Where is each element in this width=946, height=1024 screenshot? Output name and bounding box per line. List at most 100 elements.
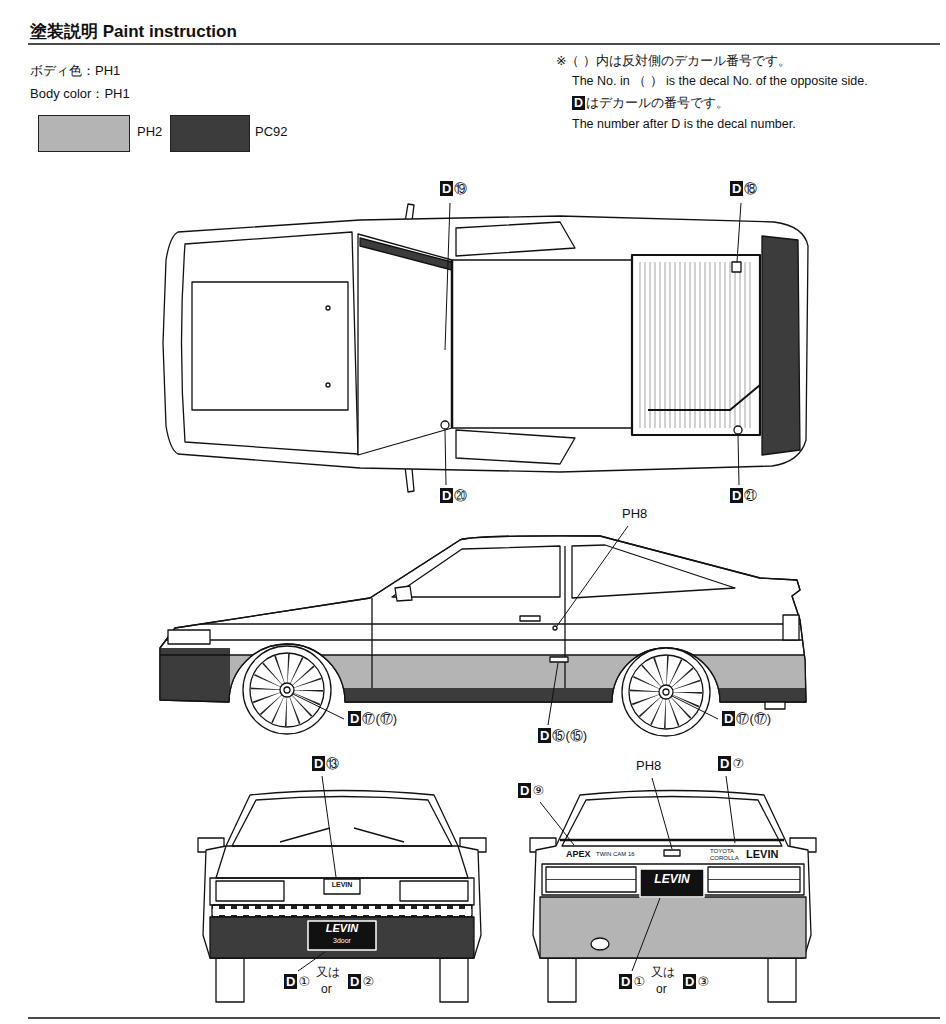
- decal-text: TWIN CAM 16: [596, 851, 635, 858]
- car-rear-view: [540, 897, 806, 958]
- callout-number: D㉑: [730, 489, 757, 504]
- leader-line: [737, 203, 741, 262]
- alternative-word: or: [656, 983, 667, 997]
- car-top-view: [452, 427, 632, 428]
- car-rear-view: [546, 867, 636, 892]
- car-rear-view: [640, 869, 704, 897]
- car-side-view: [765, 702, 785, 709]
- leader-line: [548, 663, 558, 725]
- alternative-word: 又は: [651, 966, 675, 980]
- car-rear-view: [530, 791, 816, 1003]
- car-front-view: [216, 846, 468, 878]
- leader-line: [672, 696, 718, 719]
- car-rear-view: [533, 791, 811, 959]
- car-top-view: [734, 426, 742, 434]
- callout-number: D⑰(⑰): [722, 712, 771, 727]
- callout-number: D⑰(⑰): [348, 712, 397, 727]
- car-side-view: [150, 648, 230, 708]
- car-rear-view: [768, 958, 796, 1002]
- car-side-view: [243, 646, 331, 734]
- car-front-view: [198, 791, 486, 1003]
- leader-line: [557, 526, 628, 626]
- decal-text: LEVIN: [746, 848, 778, 861]
- car-side-view: [392, 546, 560, 597]
- color-swatch: [170, 115, 250, 152]
- note-text: The No. in （ ） is the decal No. of the o…: [572, 74, 868, 88]
- color-swatch: [38, 115, 130, 152]
- callout-number: D①: [284, 975, 310, 990]
- car-side-view: [150, 536, 810, 736]
- callout-number: D⑦: [718, 757, 744, 772]
- leader-line: [726, 776, 735, 843]
- car-rear-view: [548, 958, 576, 1002]
- plate-text: LEVIN: [654, 873, 689, 887]
- car-side-view: [629, 655, 703, 729]
- paint-callout: PH8: [622, 507, 647, 522]
- car-top-view: [456, 430, 575, 464]
- car-side-view: [150, 624, 810, 655]
- car-side-view: [243, 646, 331, 734]
- callout-number: D⑨: [518, 784, 544, 799]
- car-top-view: [762, 236, 800, 455]
- car-top-view: [451, 260, 454, 428]
- car-front-view: [216, 958, 244, 1002]
- callout-number: D③: [683, 975, 709, 990]
- car-side-view: [266, 669, 308, 711]
- car-top-view: [452, 259, 632, 260]
- car-top-view: [648, 385, 760, 410]
- plate-text: 3door: [333, 937, 351, 945]
- car-top-view: [640, 262, 750, 428]
- callout-number: D⑬: [312, 757, 339, 772]
- car-rear-view: [591, 938, 609, 950]
- callout-number: D⑳: [440, 489, 467, 504]
- car-top-view: [456, 222, 575, 256]
- decal-text: LEVIN: [332, 881, 353, 889]
- legend-text: PC92: [255, 125, 288, 140]
- car-rear-view: [560, 839, 784, 842]
- car-side-view: [550, 657, 568, 662]
- page-rule: [28, 44, 940, 1018]
- car-rear-view: [546, 879, 636, 880]
- car-side-view: [150, 654, 810, 655]
- car-rear-view: [708, 879, 800, 880]
- page-rule: [28, 43, 940, 45]
- note-text: The number after D is the decal number.: [572, 117, 796, 131]
- car-rear-view: [562, 797, 782, 847]
- car-side-view: [572, 545, 735, 598]
- leader-line: [445, 203, 450, 350]
- page-rule: [28, 1017, 940, 1019]
- car-side-view: [622, 648, 710, 736]
- car-front-view: [308, 921, 376, 950]
- paint-callout: PH8: [636, 759, 661, 774]
- car-top-view: [326, 383, 330, 387]
- callout-number: D②: [348, 975, 374, 990]
- alternative-word: or: [321, 983, 332, 997]
- leader-line: [652, 778, 672, 849]
- note-text: Dはデカールの番号です。: [572, 96, 729, 110]
- car-front-view: [232, 797, 452, 847]
- car-front-view: [216, 881, 284, 901]
- leader-line: [632, 898, 660, 971]
- car-side-view: [564, 546, 565, 688]
- car-rear-view: [708, 867, 800, 892]
- car-top-view: [163, 204, 808, 492]
- car-side-view: [168, 630, 210, 644]
- leader-line: [293, 203, 741, 971]
- car-top-view: [163, 216, 808, 472]
- car-side-view: [150, 639, 810, 640]
- car-side-view: [284, 687, 290, 693]
- car-top-view: [632, 255, 760, 435]
- car-side-view: [663, 689, 669, 695]
- car-front-view: [212, 905, 472, 917]
- car-rear-view: [664, 850, 680, 856]
- car-side-view: [250, 653, 324, 727]
- car-front-view: [210, 917, 474, 958]
- car-side-view: [622, 648, 710, 736]
- car-front-view: [440, 958, 468, 1002]
- car-side-view: [395, 586, 412, 601]
- car-top-view: [360, 238, 452, 270]
- car-side-view: [280, 683, 294, 697]
- car-side-view: [645, 671, 687, 713]
- decal-text: APEX: [566, 849, 591, 859]
